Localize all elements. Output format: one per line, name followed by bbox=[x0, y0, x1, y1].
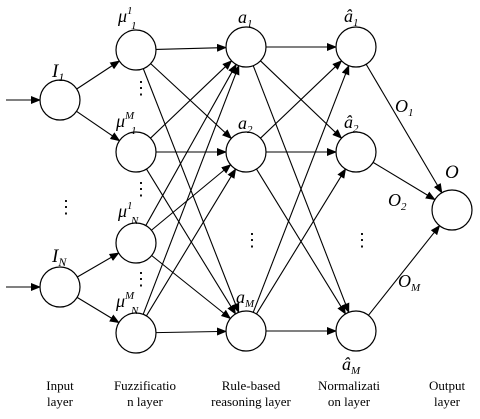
normalization-node-m bbox=[335, 310, 377, 352]
edge-input1-fuzzM1 bbox=[76, 110, 121, 142]
ellipsis-fuzz-lower: ⋮ bbox=[132, 269, 150, 289]
edge-norm1-output bbox=[365, 63, 443, 194]
rule-node-m bbox=[225, 310, 267, 352]
edge-normM-output bbox=[367, 224, 441, 316]
normalization-node-1 bbox=[335, 26, 377, 68]
label-input-1: I1 bbox=[51, 61, 64, 84]
ellipsis-fuzz-upper: ⋮ bbox=[132, 78, 150, 98]
normalization-node-2 bbox=[335, 131, 377, 173]
edge-fMN-aM bbox=[155, 327, 228, 336]
edge-aM-n2 bbox=[256, 168, 347, 315]
label-edge-o1: O1 bbox=[395, 96, 414, 119]
label-norm-m: âM bbox=[342, 354, 361, 377]
edge-f1N-aM bbox=[151, 255, 232, 320]
edge-inputN-fuzzMN bbox=[76, 296, 120, 324]
edge-norm2-output bbox=[372, 161, 436, 201]
fuzzification-node-1-n bbox=[115, 222, 157, 264]
fuzzification-node-1-1 bbox=[115, 29, 157, 71]
label-input-n: IN bbox=[51, 246, 67, 269]
network-nodes bbox=[39, 26, 473, 354]
ellipsis-fuzz-middle: ⋮ bbox=[132, 179, 150, 199]
edge-f1N-a2 bbox=[151, 164, 232, 231]
input-node-1 bbox=[39, 79, 81, 121]
label-norm-1: â1 bbox=[344, 6, 359, 29]
edge-inputN-fuzz1N bbox=[77, 252, 120, 278]
output-node bbox=[431, 189, 473, 231]
label-output: O bbox=[445, 162, 459, 183]
rule-node-2 bbox=[225, 131, 267, 173]
fuzzification-node-m-1 bbox=[115, 131, 157, 173]
edge-fM1-a1 bbox=[150, 60, 233, 139]
label-norm-2: â2 bbox=[344, 112, 359, 135]
connection-edges bbox=[6, 43, 443, 336]
edge-f1N-a1 bbox=[145, 63, 237, 226]
input-node-n bbox=[39, 266, 81, 308]
edge-fMN-a2 bbox=[145, 168, 237, 317]
edge-aM-n1 bbox=[252, 64, 350, 313]
edge-f11-a2 bbox=[150, 63, 233, 140]
label-rule-2: a2 bbox=[238, 113, 253, 136]
label-rule-1: a1 bbox=[238, 7, 253, 30]
edge-input1-fuzz11 bbox=[76, 60, 121, 90]
rule-node-1 bbox=[225, 26, 267, 68]
ellipsis-rule: ⋮ bbox=[243, 230, 261, 250]
fuzzification-node-m-n bbox=[115, 312, 157, 354]
ellipsis-markers: ⋮ ⋮ ⋮ ⋮ ⋮ ⋮ bbox=[57, 78, 371, 289]
edge-fMN-a1 bbox=[142, 64, 240, 315]
label-edge-om: OM bbox=[398, 271, 421, 294]
ellipsis-norm: ⋮ bbox=[353, 230, 371, 250]
edge-a2-n1 bbox=[260, 60, 343, 139]
label-edge-o2: O2 bbox=[388, 190, 407, 213]
label-rule-m: aM bbox=[236, 287, 255, 310]
edge-f11-a1 bbox=[155, 43, 228, 52]
ellipsis-input: ⋮ bbox=[57, 197, 75, 217]
